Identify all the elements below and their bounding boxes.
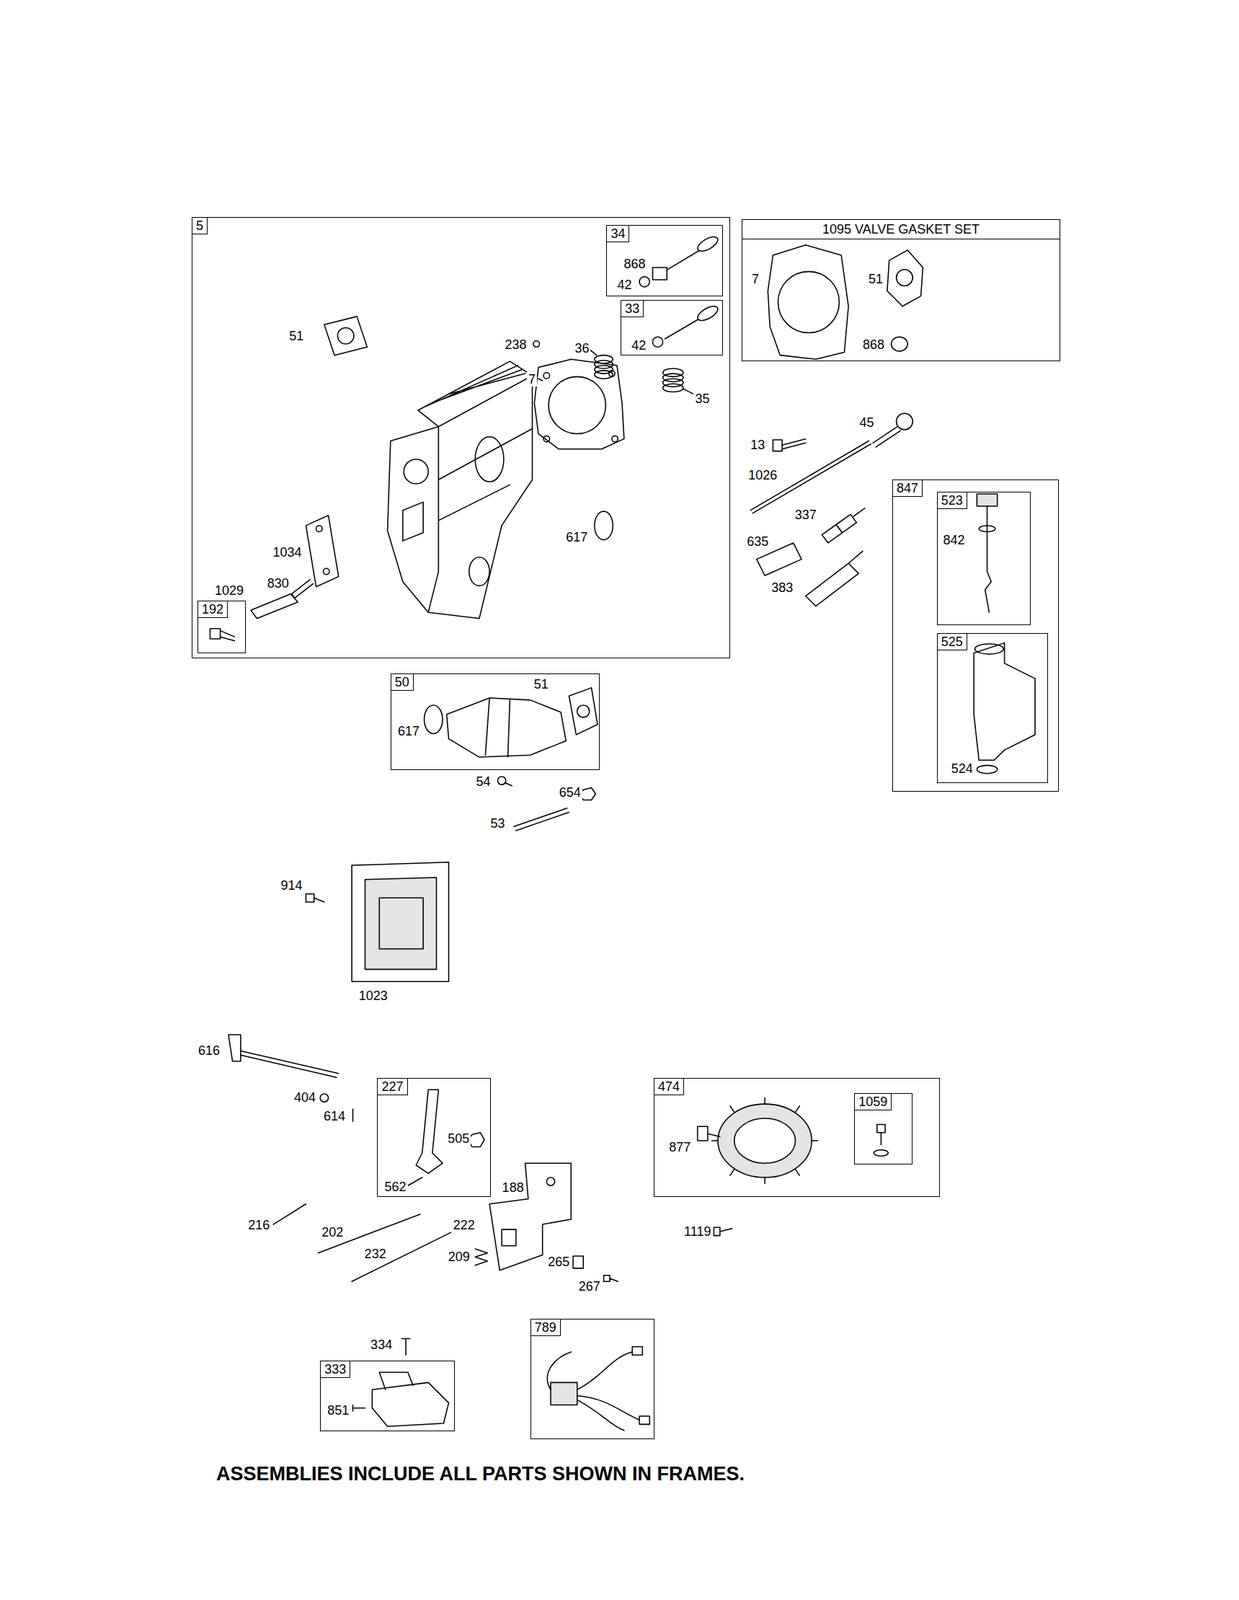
callout-number: 614 <box>322 1108 347 1123</box>
parts-frame: 1059 <box>854 1092 913 1165</box>
callout-number: 51 <box>867 271 885 287</box>
callout-number: 1023 <box>357 988 390 1003</box>
callout-number: 334 <box>369 1337 394 1352</box>
callout-number: 216 <box>246 1217 272 1232</box>
cylinder-head <box>387 361 533 619</box>
frame-tag: 1095 VALVE GASKET SET <box>742 219 1061 240</box>
callout-number: 635 <box>745 534 770 549</box>
frame-tag: 789 <box>531 1319 561 1336</box>
callout-number: 267 <box>577 1278 602 1294</box>
parts-frame: 523 842 <box>936 491 1031 625</box>
parts-frame: 1095 VALVE GASKET SET 7 51 868 <box>741 219 1061 362</box>
frame-tag: 33 <box>621 300 644 318</box>
frame-tag: 5 <box>192 217 208 235</box>
frame-tag: 333 <box>320 1360 351 1378</box>
callout-number: 617 <box>564 529 589 545</box>
callout-number: 51 <box>287 328 305 344</box>
frame-tag: 34 <box>606 225 630 243</box>
frame-tag: 227 <box>377 1078 408 1095</box>
callout-number: 7 <box>526 371 537 387</box>
callout-number: 222 <box>451 1217 477 1232</box>
callout-number: 877 <box>667 1139 692 1154</box>
callout-number: 238 <box>503 337 528 352</box>
callout-number: 337 <box>793 507 819 522</box>
callout-number: 35 <box>693 391 711 406</box>
callout-number: 13 <box>748 437 767 452</box>
parts-frame: 5 51 238 36 7 35 617 1034 830 1029 34 868 42 33 42 192 <box>191 216 731 658</box>
callout-number: 914 <box>279 877 305 893</box>
callout-number: 265 <box>546 1254 571 1269</box>
callout-number: 7 <box>750 271 761 287</box>
callout-number: 53 <box>488 815 506 831</box>
callout-number: 1034 <box>271 544 304 560</box>
callout-number: 51 <box>532 676 550 692</box>
parts-frame: 525 524 <box>936 632 1048 783</box>
frame-tag: 525 <box>937 633 968 651</box>
callout-number: 232 <box>363 1246 388 1261</box>
callout-number: 1029 <box>213 583 246 598</box>
callout-number: 851 <box>325 1402 351 1418</box>
parts-frame: 847 523 842 525 524 <box>892 479 1059 792</box>
frame-tag: 1059 <box>854 1093 892 1110</box>
callout-number: 383 <box>769 580 795 595</box>
callout-number: 1119 <box>682 1223 713 1239</box>
frame-tag: 847 <box>893 480 923 497</box>
callout-number: 654 <box>557 784 583 800</box>
callout-number: 202 <box>320 1224 345 1239</box>
parts-frame: 474 877 1059 <box>653 1077 941 1196</box>
callout-number: 868 <box>622 256 648 272</box>
callout-number: 505 <box>446 1130 471 1146</box>
callout-number: 842 <box>941 532 966 548</box>
frame-note: ASSEMBLIES INCLUDE ALL PARTS SHOWN IN FR… <box>216 1462 745 1485</box>
callout-number: 45 <box>858 415 876 430</box>
callout-number: 1026 <box>746 467 779 483</box>
frame-tag: 50 <box>391 673 414 691</box>
parts-frame: 789 <box>530 1318 656 1439</box>
callout-number: 616 <box>196 1042 222 1058</box>
callout-number: 42 <box>629 338 648 353</box>
callout-number: 42 <box>615 277 633 292</box>
parts-frame: 34 868 42 <box>606 224 723 297</box>
parts-frame: 333 851 <box>320 1360 455 1431</box>
callout-number: 36 <box>573 340 591 356</box>
parts-frame: 227 505 562 <box>376 1077 491 1196</box>
callout-number: 868 <box>861 337 886 352</box>
callout-number: 404 <box>292 1089 318 1105</box>
frame-tag: 474 <box>654 1078 685 1095</box>
frame-tag: 192 <box>198 601 228 618</box>
callout-number: 209 <box>446 1249 472 1264</box>
frame-tag: 523 <box>937 492 968 509</box>
parts-frame: 192 <box>197 600 246 654</box>
callout-number: 54 <box>474 774 493 789</box>
callout-number: 562 <box>382 1179 408 1194</box>
parts-frame: 50 617 51 <box>390 673 600 770</box>
callout-number: 830 <box>265 575 291 591</box>
callout-number: 188 <box>500 1179 526 1195</box>
parts-frame: 33 42 <box>620 299 723 357</box>
callout-number: 524 <box>949 761 975 776</box>
callout-number: 617 <box>396 723 421 739</box>
